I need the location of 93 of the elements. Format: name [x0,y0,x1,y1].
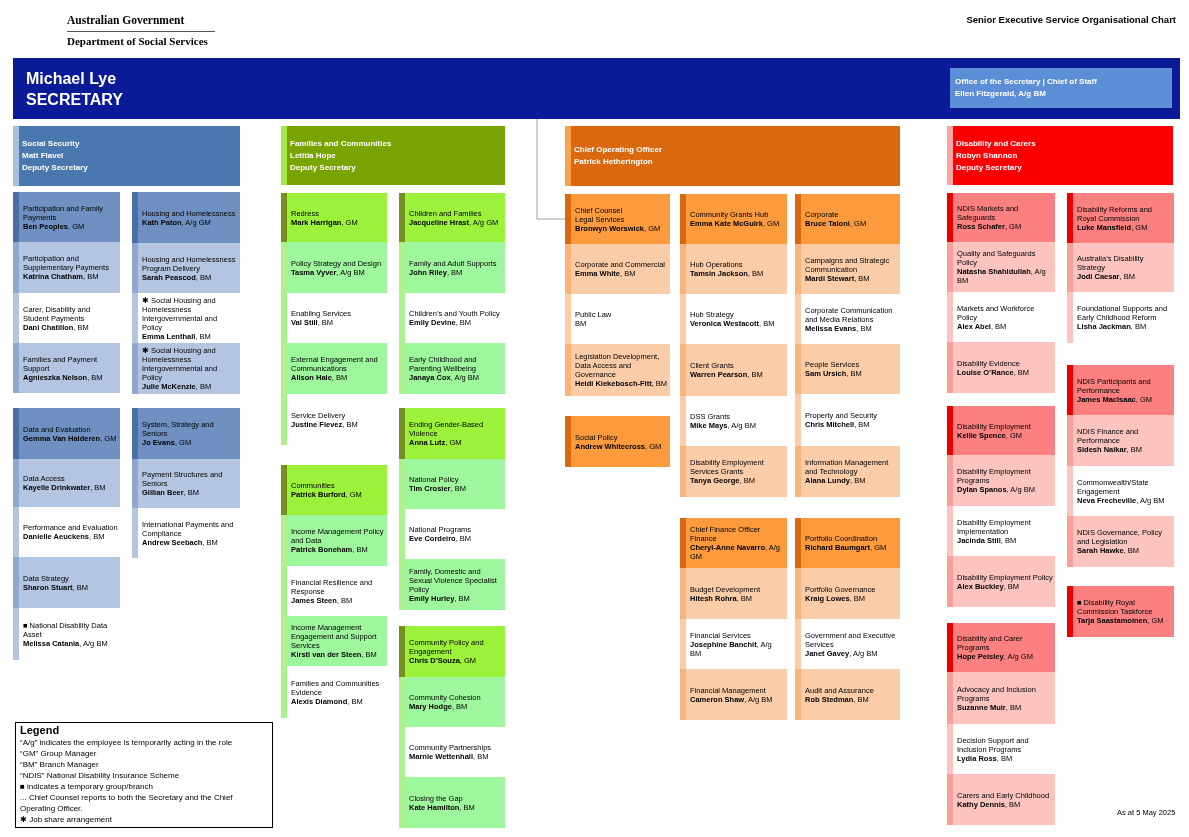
branch-box [680,568,787,619]
agency-name: Australian Government [67,13,185,27]
division-title: Chief Operating Officer [574,144,662,156]
division-header [281,126,505,185]
branch-box [399,343,505,394]
division-title: Families and Communities [290,137,392,150]
person-name: Letitia Hope [290,149,336,162]
role-title: SECRETARY [26,89,123,110]
branch-box [947,556,1055,607]
connector-line [536,118,566,220]
group-box [13,408,120,459]
branch-box [1067,243,1174,292]
branch-box [281,515,387,566]
division-title: Social Security [22,138,80,150]
branch-box [399,677,505,727]
department-name: Department of Social Services [67,34,208,48]
group-box [281,465,387,515]
division-header [947,126,1173,185]
branch-box [680,669,787,720]
branch-box [680,446,787,497]
group-box [399,408,505,459]
branch-box [680,244,787,294]
person-name: Matt Flavel [22,150,64,162]
group-box [399,626,505,677]
group-box [1067,365,1174,415]
group-box [947,623,1055,672]
group-box [680,194,787,244]
branch-box [399,777,505,828]
branch-box [795,446,900,497]
group-box [132,192,240,243]
branch-box [13,343,120,393]
legend-entry: “BM” Branch Manager [20,759,99,770]
branch-box [1067,415,1174,466]
group-box [1067,586,1174,637]
legend-entry: “A/g” indicates the employee is temporarily acting in the role [20,737,233,748]
group-box [565,194,670,244]
branch-box [399,559,505,610]
branch-box [281,343,387,394]
branch-box [281,242,387,293]
branch-box [947,242,1055,292]
group-box [1067,193,1174,243]
group-box [795,518,900,568]
branch-box [399,242,505,293]
branch-box [795,344,900,394]
branch-box [399,459,505,509]
branch-box [947,342,1055,393]
branch-box [13,507,120,557]
branch-box [281,616,387,666]
division-title: Disability and Carers [956,137,1036,150]
branch-box [132,459,240,508]
group-box [13,192,120,242]
branch-box [132,243,240,293]
role-title: Deputy Secretary [956,161,1022,174]
branch-box [947,455,1055,506]
legend-entry: “GM” Group Manager [20,748,97,759]
branch-box [1067,516,1174,567]
legend-entry: ✱ Job share arrangement [20,814,112,825]
office-title: Office of the Secretary | Chief of Staff [955,76,1097,88]
group-box [565,416,670,467]
division-header [13,126,240,186]
person-name: Michael Lye [26,68,117,89]
chart-title: Senior Executive Service Organisational Chart [966,14,1176,26]
group-box [795,194,900,244]
branch-box [565,244,670,294]
legend-entry: “NDIS” National Disability Insurance Scheme [20,770,180,781]
branch-box [13,242,120,293]
legend-title: Legend [20,724,60,737]
branch-box [565,344,670,396]
branch-box [795,244,900,294]
branch-box [13,459,120,507]
person-name: Robyn Shannon [956,149,1018,162]
group-box [399,193,505,242]
branch-box [13,557,120,608]
branch-box [947,672,1055,724]
office-box [950,68,1172,108]
legend-entry: ■ indicates a temporary group/branch [20,781,153,792]
group-box [281,193,387,242]
legend-entry: ... Chief Counsel reports to both the Secretary and the Chief Operating Officer. [20,792,234,814]
role-title: Deputy Secretary [22,162,88,174]
branch-box [795,568,900,619]
branch-box [680,344,787,396]
group-box [947,193,1055,242]
branch-box [795,669,900,720]
group-box [947,406,1055,455]
role-title: Deputy Secretary [290,161,356,174]
group-box [680,518,787,568]
division-header [565,126,900,186]
secretary-banner [13,58,1180,119]
person-name: Patrick Hetherington [574,156,653,168]
branch-box [947,774,1055,825]
group-box [132,408,240,459]
person-name: Ellen Fitzgerald, A/g BM [955,88,1046,100]
branch-box [132,343,240,394]
